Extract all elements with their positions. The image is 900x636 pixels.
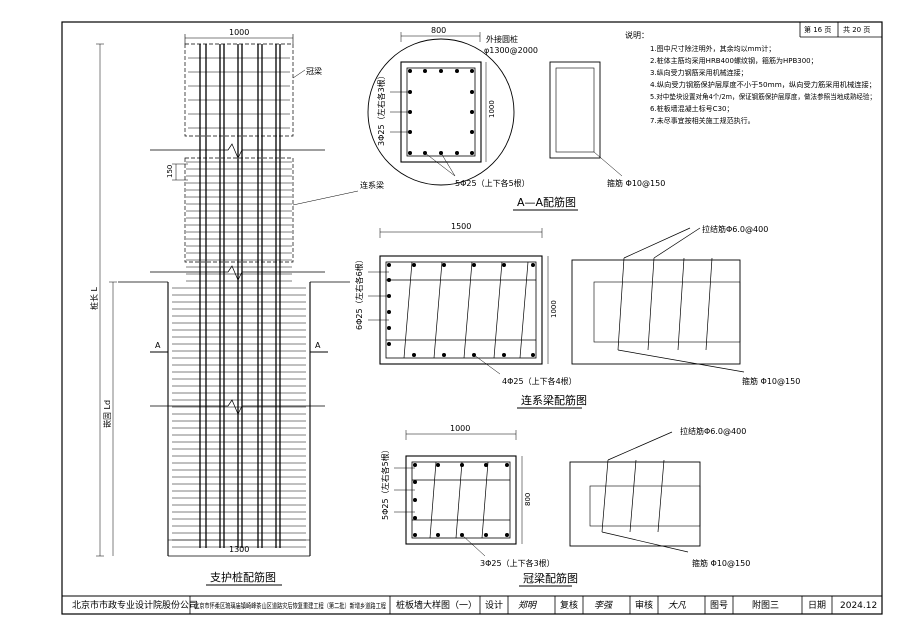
tie-beam-outline xyxy=(184,157,294,263)
tie-section-outline xyxy=(379,255,543,365)
check-signature: 大凡 xyxy=(668,600,687,611)
cap-beam-outline xyxy=(184,43,294,137)
tie-beam-label: 连系梁 xyxy=(360,180,384,190)
note-item: 3.纵向受力钢筋采用机械连接； xyxy=(650,68,748,77)
cap-tie-bar-label: 拉结筋Φ6.0@400 xyxy=(680,426,746,436)
cap-top-bottom-bars: 3Φ25（上下各3根） xyxy=(480,558,555,568)
pile-embed-label: 嵌固 Ld xyxy=(103,400,112,428)
pile-stirrups[interactable] xyxy=(172,161,306,548)
note-item: 6.桩板墙混凝土标号C30； xyxy=(650,104,733,113)
pile-length-label: 桩长 L xyxy=(89,286,99,310)
cap-beam-label: 冠梁 xyxy=(306,67,322,76)
title-block: 北京市市政专业设计院股份公司 北京市怀柔区琉璃庙镇崎峰茶山区道路灾后恢复重建工程… xyxy=(62,595,882,614)
aa-stirrup-label: 箍筋 Φ10@150 xyxy=(607,178,665,188)
date-value: 2024.12 xyxy=(840,601,877,611)
drawing-no: 附图三 xyxy=(752,599,779,611)
aa-drawing-title: A—A配筋图 xyxy=(517,195,576,209)
cap-side-bars: 5Φ25（左右各5根） xyxy=(380,445,390,520)
page-counter: 第 16 页 共 20 页 xyxy=(799,22,882,38)
tie-rebar-dots xyxy=(387,263,535,357)
aa-stirrup-detail xyxy=(549,61,601,159)
design-signature: 郑明 xyxy=(518,600,538,611)
note-item: 5.对中垫块设置对角4个/2m，保证钢筋保护层厚度，做法参照当地成熟经验； xyxy=(650,92,876,101)
aa-stirrup xyxy=(406,67,476,157)
drawing-no-label: 图号 xyxy=(710,600,728,611)
tie-stirrup-label: 箍筋 Φ10@150 xyxy=(742,376,800,386)
aa-casing-dim: φ1300@2000 xyxy=(484,46,538,55)
cap-stirrup-label: 箍筋 Φ10@150 xyxy=(692,558,750,568)
project-name: 北京市怀柔区琉璃庙镇崎峰茶山区道路灾后恢复重建工程（第二批）新增乡道路工程 xyxy=(194,601,386,610)
aa-height: 1000 xyxy=(488,100,496,118)
note-item: 2.桩体主筋均采用HRB400螺纹钢，箍筋为HPB300； xyxy=(650,56,818,65)
section-mark-a-right: A xyxy=(315,341,321,350)
tie-drawing-title: 连系梁配筋图 xyxy=(521,393,587,407)
aa-side-bars: 3Φ25（左右各3根） xyxy=(376,71,386,146)
notes-title: 说明： xyxy=(625,30,649,40)
pile-top-width: 1000 xyxy=(229,28,249,37)
notes-block: 说明： 1.图中尺寸除注明外，其余均以mm计； 2.桩体主筋均采用HRB400螺… xyxy=(625,30,876,125)
break-line xyxy=(150,143,325,415)
review-label: 复核 xyxy=(560,599,578,611)
tie-side-bars: 6Φ25（左右各6根） xyxy=(354,255,364,330)
tie-width: 1500 xyxy=(451,222,471,231)
note-item: 7.未尽事宜按相关施工规范执行。 xyxy=(650,116,755,125)
note-item: 1.图中尺寸除注明外，其余均以mm计； xyxy=(650,44,775,53)
casing-circle xyxy=(367,38,515,186)
pile-elevation: 1000 冠梁 连系梁 150 xyxy=(89,28,384,586)
note-item: 4.纵向受力钢筋保护层厚度不小于50mm，纵向受力筋采用机械连接； xyxy=(650,80,876,89)
company-name: 北京市市政专业设计院股份公司 xyxy=(72,599,198,611)
section-aa: 800 外接圆桩 φ1300@2000 1000 3Φ25（左右各3根） 5Φ2… xyxy=(367,26,665,211)
review-signature: 李强 xyxy=(594,600,613,611)
drawing-frame xyxy=(61,21,883,615)
date-label: 日期 xyxy=(808,600,826,611)
page-total: 共 20 页 xyxy=(843,25,870,34)
tie-beam-section: 1500 1000 6Φ25（左右各6根） 4Φ25（上下各4根） 拉结筋 xyxy=(354,222,800,409)
cap-drawing-title: 冠梁配筋图 xyxy=(523,571,578,585)
page-current: 第 16 页 xyxy=(804,25,831,34)
cap-section-outline xyxy=(405,455,517,545)
aa-width: 800 xyxy=(431,26,446,35)
pile-drawing-title: 支护桩配筋图 xyxy=(210,570,276,584)
pile-main-bars xyxy=(199,44,281,548)
stirrup-spacing-dim: 150 xyxy=(166,165,174,178)
tie-top-bottom-bars: 4Φ25（上下各4根） xyxy=(502,376,577,386)
aa-section-outline xyxy=(400,61,482,163)
cap-width: 1000 xyxy=(450,424,470,433)
aa-casing-label: 外接圆桩 xyxy=(486,34,518,44)
aa-top-bottom-bars: 5Φ25（上下各5根） xyxy=(455,178,530,188)
check-label: 审核 xyxy=(635,599,653,611)
cap-height: 800 xyxy=(524,493,532,506)
cap-beam-section: 1000 800 5Φ25（左右各5根） 3Φ25（上下各3根） 拉结筋Φ xyxy=(380,424,750,587)
drawing-name: 桩板墙大样图（一） xyxy=(396,599,477,611)
tie-stirrup-detail xyxy=(571,259,741,365)
section-mark-a-left: A xyxy=(155,341,161,350)
tie-height: 1000 xyxy=(550,300,558,318)
tie-tie-bar-label: 拉结筋Φ6.0@400 xyxy=(702,224,768,234)
design-label: 设计 xyxy=(485,599,503,611)
aa-rebar-dots xyxy=(408,69,474,155)
pile-bottom-width: 1300 xyxy=(229,545,249,554)
